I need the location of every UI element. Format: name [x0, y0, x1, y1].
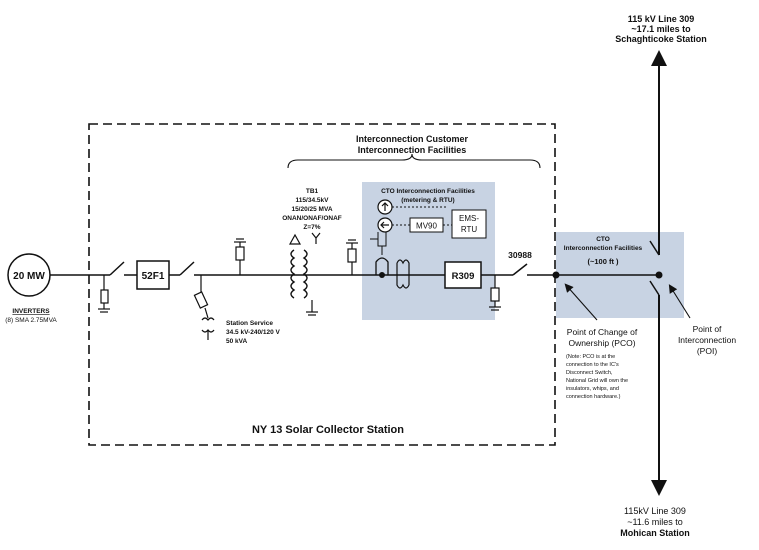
station-service-lead-2: [204, 307, 209, 319]
switch-label: 30988: [508, 250, 532, 260]
breaker-52f1: [136, 260, 170, 290]
transformer-rating: 115/34.5kV: [296, 197, 330, 204]
transformer-impedance: Z=7%: [303, 224, 320, 231]
customer-facilities-line1: Interconnection Customer: [356, 134, 469, 144]
bottom-line-label-1: 115kV Line 309: [624, 506, 686, 516]
pco-arrow: [564, 283, 598, 321]
station-service-title: Station Service: [226, 320, 273, 327]
poi-switch-lower: [649, 280, 660, 296]
pco-note-6: connection hardware.): [566, 394, 621, 400]
pco-note-5: insulators, whips, and: [566, 386, 619, 392]
transformer-cooling: ONAN/ONAF/ONAF: [282, 215, 342, 222]
relay-r309-box: [444, 261, 482, 289]
ems-rtu-label-2: RTU: [461, 225, 478, 234]
poi-arrow: [668, 284, 691, 319]
ems-rtu-label-1: EMS-: [459, 214, 479, 223]
station-service-voltage: 34.5 kV-240/120 V: [226, 329, 281, 336]
customer-facilities-line2: Interconnection Facilities: [358, 145, 467, 155]
poi-label-3: (POI): [697, 346, 717, 356]
relay-label: R309: [452, 271, 475, 282]
poi-label-2: Interconnection: [678, 335, 736, 345]
cto-metering-subtitle: (metering & RTU): [401, 197, 454, 204]
pco-note-3: Disconnect Switch,: [566, 370, 613, 376]
current-arrow: [381, 202, 389, 211]
cto-right-distance: (~100 ft ): [587, 257, 619, 266]
poi-switch-upper: [649, 240, 660, 256]
inverters-detail: (8) SMA 2.75MVA: [5, 317, 57, 324]
top-line-label-1: 115 kV Line 309: [628, 14, 695, 24]
breaker-switch-right: [179, 261, 195, 276]
transformer-mva: 15/20/25 MVA: [291, 206, 332, 213]
bottom-line-label-2: ~11.6 miles to: [627, 517, 683, 527]
top-line-label-2: ~17.1 miles to: [631, 24, 691, 34]
poi-label-1: Point of: [693, 324, 722, 334]
pco-label-2: Ownership (PCO): [568, 338, 635, 348]
generator-label: 20 MW: [13, 271, 45, 282]
arrester-tx: [235, 246, 245, 261]
transformer-id: TB1: [306, 188, 319, 195]
station-label: NY 13 Solar Collector Station: [252, 424, 404, 436]
cto-metering-title: CTO Interconnection Facilities: [381, 188, 475, 195]
pco-node: [552, 271, 560, 279]
switch-30988: [512, 263, 528, 276]
customer-facilities-brace: [287, 153, 541, 169]
inverters-title: INVERTERS: [12, 308, 50, 315]
station-boundary: [88, 123, 556, 446]
arrester-relay: [490, 287, 500, 302]
pco-note-2: connection to the IC's: [566, 362, 619, 368]
voltage-arrow: [380, 221, 389, 229]
mv90-label: MV90: [416, 222, 437, 231]
pco-label-1: Point of Change of: [567, 327, 638, 337]
arrester-meter: [347, 248, 357, 263]
transformer-windings: [290, 249, 308, 299]
transformer-wye-icon: [311, 232, 321, 244]
bottom-line-label-3: Mohican Station: [620, 528, 690, 538]
potential-transformer-icon: [396, 259, 410, 289]
cto-right-subtitle: Interconnection Facilities: [564, 245, 643, 252]
breaker-switch-left: [109, 261, 125, 276]
current-transformer-icon: [375, 257, 389, 275]
metering-node: [379, 272, 385, 278]
breaker-label: 52F1: [142, 271, 165, 282]
transformer-delta-icon: [288, 233, 302, 245]
pco-note-4: National Grid will own the: [566, 378, 628, 384]
ems-rtu-box: [451, 209, 487, 239]
top-line-label-3: Schaghticoke Station: [615, 34, 707, 44]
arrester-gen: [100, 289, 109, 304]
cto-right-title: CTO: [596, 236, 610, 243]
station-service-kva: 50 kVA: [226, 338, 248, 345]
station-service-transformer: [201, 317, 215, 333]
station-service-fuse: [193, 291, 209, 309]
pco-note-1: (Note: PCO is at the: [566, 354, 615, 360]
